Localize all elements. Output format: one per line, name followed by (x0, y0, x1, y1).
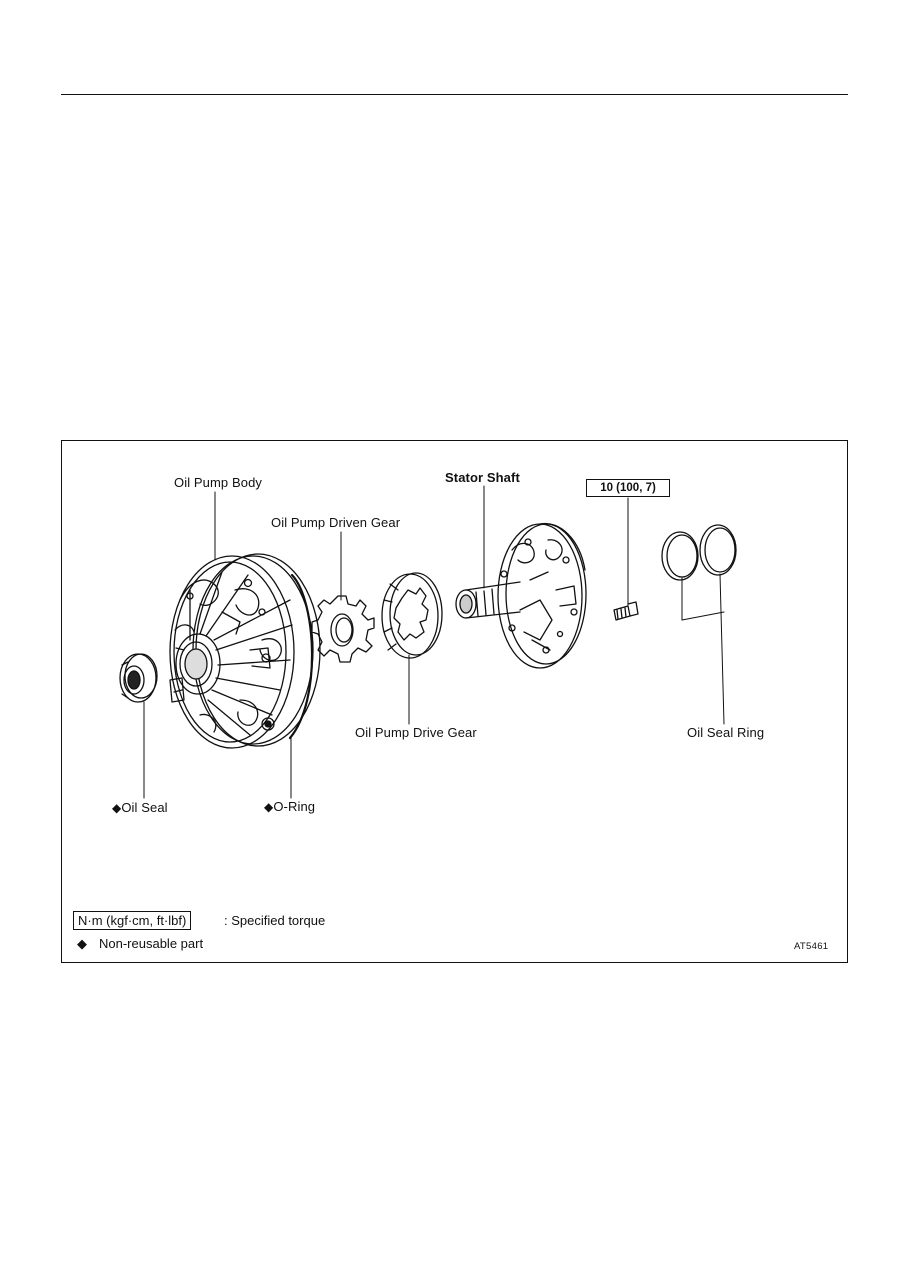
oil-pump-drive-gear-part (381, 572, 443, 659)
leader-lines (143, 485, 725, 799)
label-stator-shaft: Stator Shaft (445, 470, 520, 485)
label-o-ring-text: O-Ring (273, 799, 316, 814)
oil-pump-driven-gear-part (311, 595, 375, 663)
stator-shaft-part (455, 522, 587, 669)
oil-seal-rings-part (661, 524, 737, 581)
label-oil-seal-text: Oil Seal (121, 800, 168, 815)
bolt-part (613, 601, 639, 621)
label-oil-pump-drive-gear: Oil Pump Drive Gear (355, 725, 477, 740)
oil-seal-part (119, 653, 158, 703)
label-o-ring: ◆O-Ring (264, 799, 315, 815)
top-rule (61, 94, 848, 95)
figure-code: AT5461 (794, 941, 829, 952)
legend-torque-desc: : Specified torque (224, 913, 326, 928)
legend-non-reusable-desc: Non-reusable part (99, 936, 204, 951)
legend-torque-unit: N·m (kgf·cm, ft·lbf) (73, 911, 192, 930)
label-oil-seal: ◆Oil Seal (112, 800, 168, 816)
legend-marker-icon: ◆ (77, 936, 87, 951)
label-oil-pump-body: Oil Pump Body (174, 475, 263, 490)
oil-pump-body-part (169, 553, 321, 749)
torque-spec-box: 10 (100, 7) (586, 479, 670, 497)
label-oil-seal-ring: Oil Seal Ring (687, 725, 765, 740)
diagram-frame (61, 440, 848, 963)
non-reusable-marker-icon: ◆ (112, 801, 122, 815)
non-reusable-marker-icon: ◆ (264, 800, 274, 814)
label-oil-pump-driven-gear: Oil Pump Driven Gear (271, 515, 401, 530)
